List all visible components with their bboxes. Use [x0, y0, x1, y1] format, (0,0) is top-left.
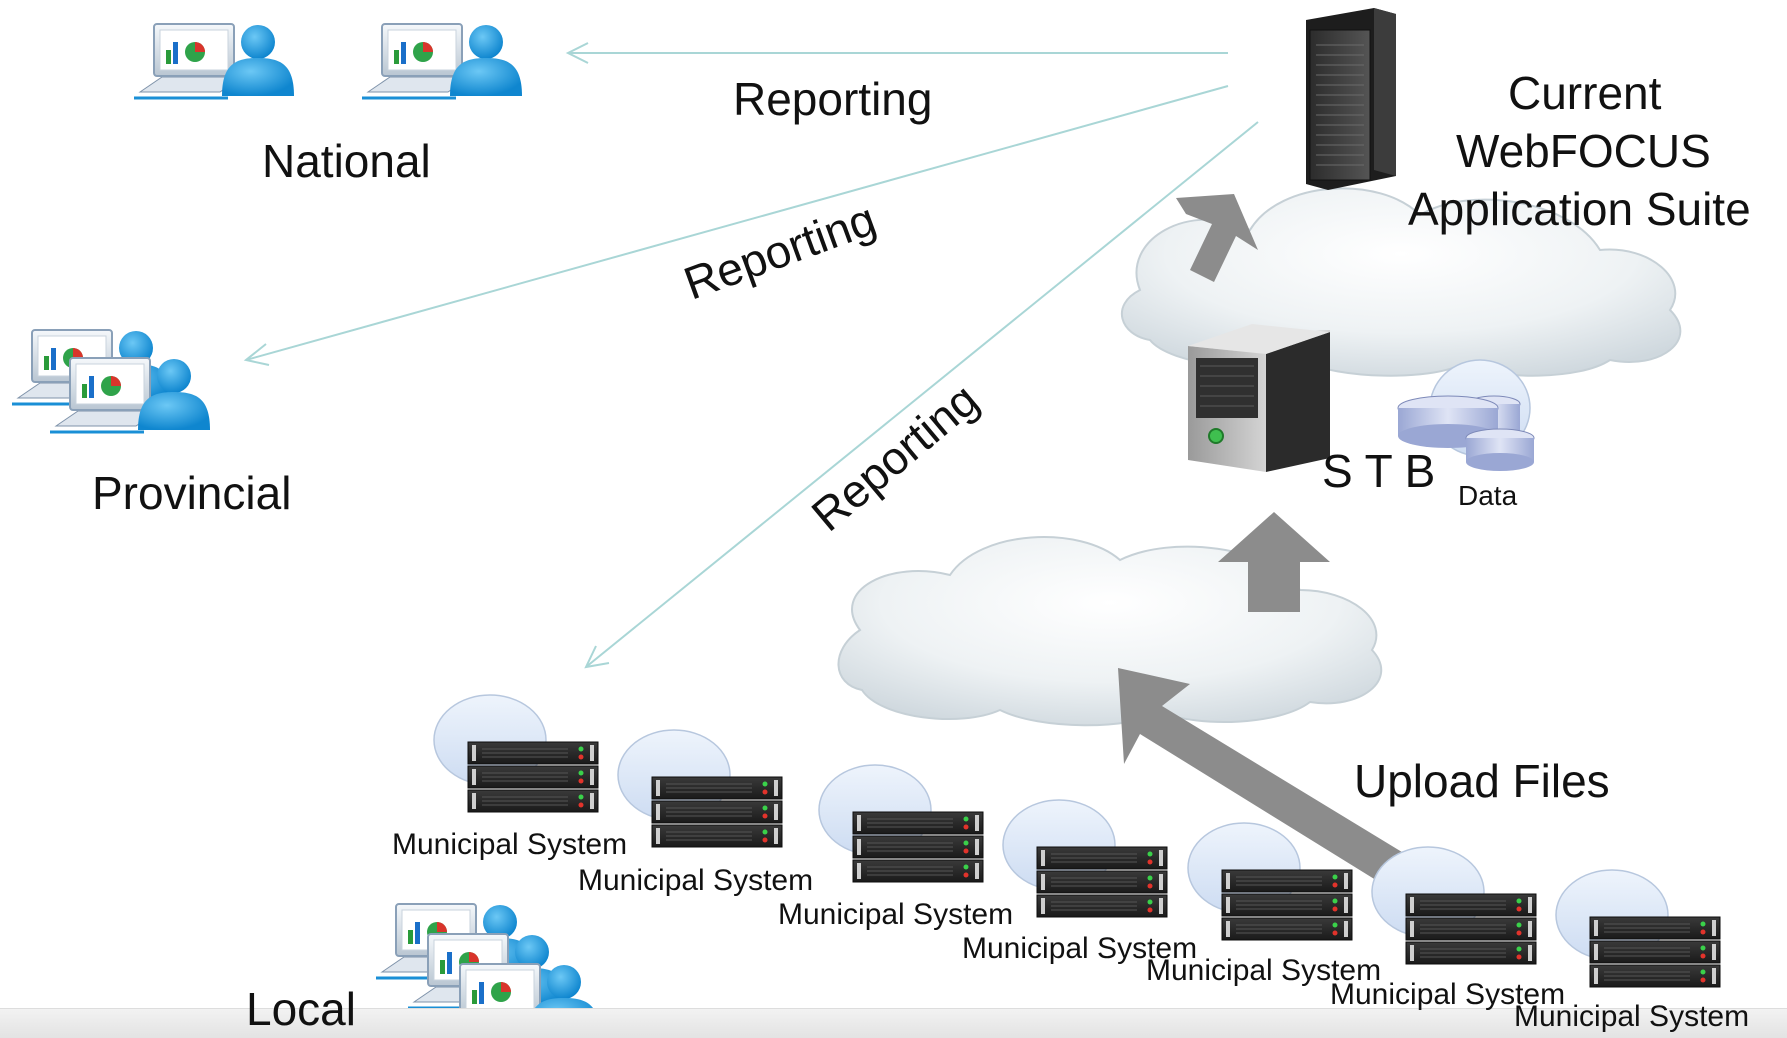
user-workstation-icon	[132, 22, 296, 100]
municipal-system-label: Municipal System	[962, 932, 1198, 965]
rack-server-icon	[1306, 8, 1396, 190]
cloud-icon	[837, 536, 1383, 727]
stb-label: S T B	[1322, 445, 1436, 497]
municipal-system-label: Municipal System	[392, 828, 628, 861]
municipal-system-label: Municipal System	[1330, 978, 1566, 1011]
user-workstation-icon	[48, 356, 212, 434]
footer-bar	[0, 1008, 1787, 1038]
municipal-system-label: Municipal System	[1514, 1000, 1750, 1033]
local-label: Local	[246, 983, 356, 1035]
server-title-line-1: Current	[1508, 67, 1662, 119]
provincial-label: Provincial	[92, 467, 292, 519]
national-label: National	[262, 135, 431, 187]
reporting-label-national: Reporting	[733, 73, 933, 125]
data-label: Data	[1458, 480, 1518, 511]
rack-unit-icon	[618, 730, 782, 847]
up-arrow-icon	[1118, 668, 1415, 890]
rack-unit-icon	[819, 765, 983, 882]
municipal-system-label: Municipal System	[1146, 954, 1382, 987]
database-icon	[1397, 359, 1535, 471]
up-arrow-icon	[1218, 512, 1330, 612]
tower-server-icon	[1188, 324, 1330, 472]
rack-unit-icon	[434, 695, 598, 812]
municipal-system-label: Municipal System	[778, 898, 1014, 931]
server-title-line-2: WebFOCUS	[1456, 125, 1711, 177]
server-title-line-3: Application Suite	[1408, 183, 1751, 235]
municipal-system-label: Municipal System	[578, 864, 814, 897]
up-arrow-icon	[1176, 194, 1258, 282]
rack-unit-icon	[1372, 847, 1536, 964]
user-workstation-icon	[360, 22, 524, 100]
rack-unit-icon	[1556, 870, 1720, 987]
upload-files-label: Upload Files	[1354, 755, 1610, 807]
rack-unit-icon	[1003, 800, 1167, 917]
reporting-line-local	[585, 121, 1259, 668]
reporting-line-provincial	[245, 85, 1229, 361]
reporting-lines	[243, 42, 1259, 669]
